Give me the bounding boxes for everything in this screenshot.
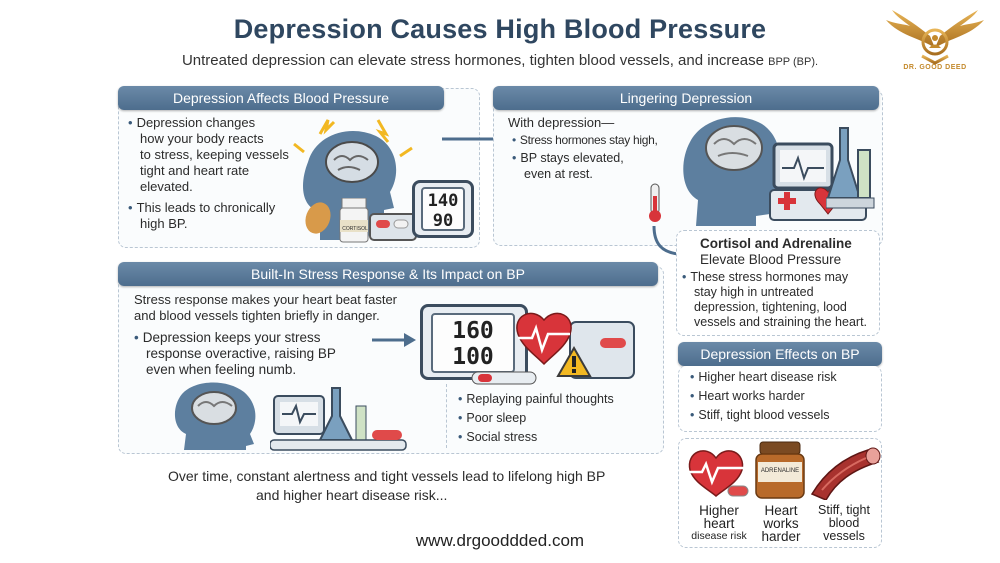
cortisol-line1: These stress hormones may	[690, 270, 849, 284]
card-caption-heart-disease: Higher heart disease risk	[684, 504, 754, 543]
cap2-line2: works	[763, 516, 799, 531]
cortisol-heading: Cortisol and Adrenaline	[700, 236, 852, 251]
p1-b1-line1: Depression changes	[136, 115, 256, 130]
conclusion-line1: Over time, constant alertness and tight …	[168, 468, 606, 484]
page-title: Depression Causes High Blood Pressure	[233, 14, 767, 44]
thermometer-icon	[649, 183, 661, 222]
card-caption-works-harder: Heart works harder	[754, 503, 808, 544]
cortisol-line2: stay high in untreated	[694, 285, 814, 299]
subtitle-small: BPP (BP).	[768, 56, 819, 68]
cap1-line3: disease risk	[691, 530, 747, 542]
pill-blister-icon	[369, 213, 417, 241]
winged-logo-icon	[886, 10, 984, 65]
cap2-line3: harder	[761, 529, 801, 544]
p1-b1-line5: elevated.	[140, 179, 193, 194]
trigger-social-stress: Social stress	[466, 430, 538, 444]
adrenaline-jar-icon	[755, 441, 805, 499]
cortisol-bottle-label: CORTISOL	[342, 226, 368, 232]
panel1-bullet1: Depression changes how your body reacts …	[128, 115, 328, 195]
p1-b2-line2: high BP.	[140, 216, 188, 231]
panel2-intro: With depression—	[508, 115, 615, 130]
bp-monitor-140-90: 140 90	[412, 180, 474, 238]
p2-b1-text: Stress hormones stay high,	[519, 133, 658, 147]
cap1-line2: heart	[703, 516, 735, 531]
adrenaline-jar-label: ADRENALINE	[760, 468, 800, 474]
arrow-right-small-icon	[372, 333, 416, 347]
cortisol-line4: vessels and straining the heart.	[694, 315, 868, 329]
p1-b2-line1: This leads to chronically	[136, 200, 276, 215]
cortisol-line3: depression, tightening, lood	[694, 300, 847, 314]
medical-equipment-icon	[270, 387, 407, 451]
effect-heart-disease-risk: Higher heart disease risk	[698, 370, 837, 384]
cap3-line1: Stiff, tight	[818, 503, 870, 517]
banner-depression-affects-bp: Depression Affects Blood Pressure	[118, 86, 444, 110]
effect-stiff-vessels: Stiff, tight blood vessels	[698, 408, 830, 422]
brand-logo: DR. GOOD DEED	[880, 8, 990, 78]
triggers-box	[446, 384, 642, 448]
bp-monitor-160-100: 160 100	[420, 304, 528, 380]
banner-built-in-stress-response: Built-In Stress Response & Its Impact on…	[118, 262, 658, 286]
head-brain-small-icon	[174, 382, 256, 450]
footer-url[interactable]: www.drgooddded.com	[415, 531, 585, 550]
p3-para-line1: Stress response makes your heart beat fa…	[134, 292, 398, 307]
banner-lingering-depression: Lingering Depression	[493, 86, 879, 110]
head-brain-side-icon	[683, 117, 780, 226]
flasks-icon	[826, 127, 875, 209]
trigger-poor-sleep: Poor sleep	[466, 411, 527, 425]
effect-heart-works-harder: Heart works harder	[698, 389, 805, 403]
panel2-bullet2: BP stays elevated, even at rest.	[512, 150, 652, 182]
head-brain-stress-icon	[293, 119, 413, 240]
p1-b1-line3: to stress, keeping vessels	[140, 147, 289, 162]
pill-strip-icon	[471, 371, 537, 385]
cortisol-subheading: Elevate Blood Pressure	[700, 252, 842, 267]
heart-ecg-icon	[688, 450, 749, 497]
p1-b1-line4: tight and heart rate	[140, 163, 250, 178]
p3-b1-line2: response overactive, raising BP	[146, 346, 336, 361]
cap2-line1: Heart	[764, 503, 798, 518]
trigger-painful-thoughts: Replaying painful thoughts	[466, 392, 614, 406]
subtitle-main: Untreated depression can elevate stress …	[181, 52, 764, 69]
conclusion-line2: and higher heart disease risk...	[256, 487, 448, 503]
p3-b1-line3: even when feeling numb.	[146, 362, 297, 377]
triggers-list: Replaying painful thoughts Poor sleep So…	[458, 390, 614, 447]
page-subtitle: Untreated depression can elevate stress …	[0, 52, 1000, 69]
card-caption-stiff-vessels: Stiff, tight blood vessels	[808, 504, 880, 543]
bp-systolic-140: 140	[427, 191, 459, 211]
brand-name: DR. GOOD DEED	[903, 64, 967, 71]
panel3-para: Stress response makes your heart beat fa…	[134, 292, 434, 324]
p2-b2-line1: BP stays elevated,	[520, 151, 624, 165]
cap3-line3: vessels	[823, 529, 865, 543]
p3-b1-line1: Depression keeps your stress	[142, 330, 321, 345]
conclusion-text: Over time, constant alertness and tight …	[168, 467, 668, 505]
potato-icon	[305, 202, 331, 234]
blood-vessel-icon	[810, 447, 881, 500]
panel1-bullet2: This leads to chronically high BP.	[128, 200, 328, 232]
p2-b2-line2: even at rest.	[524, 167, 593, 181]
bp-diastolic-90: 90	[432, 211, 454, 231]
banner-depression-effects: Depression Effects on BP	[678, 342, 882, 366]
panel3-bullet1: Depression keeps your stress response ov…	[134, 330, 364, 378]
effects-list: Higher heart disease risk Heart works ha…	[690, 368, 837, 425]
cap1-line1: Higher	[699, 503, 739, 518]
cortisol-bottle-icon	[339, 198, 369, 243]
heart-warning-icon	[516, 312, 635, 379]
bp-systolic-160: 160	[452, 318, 494, 344]
panel2-bullet1: Stress hormones stay high,	[512, 132, 658, 148]
cap3-line2: blood	[828, 516, 860, 530]
bp-diastolic-100: 100	[452, 344, 494, 370]
p1-b1-line2: how your body reacts	[140, 131, 264, 146]
p3-para-line2: and blood vessels tighten briefly in dan…	[134, 308, 380, 323]
cortisol-body: These stress hormones may stay high in u…	[682, 270, 892, 330]
